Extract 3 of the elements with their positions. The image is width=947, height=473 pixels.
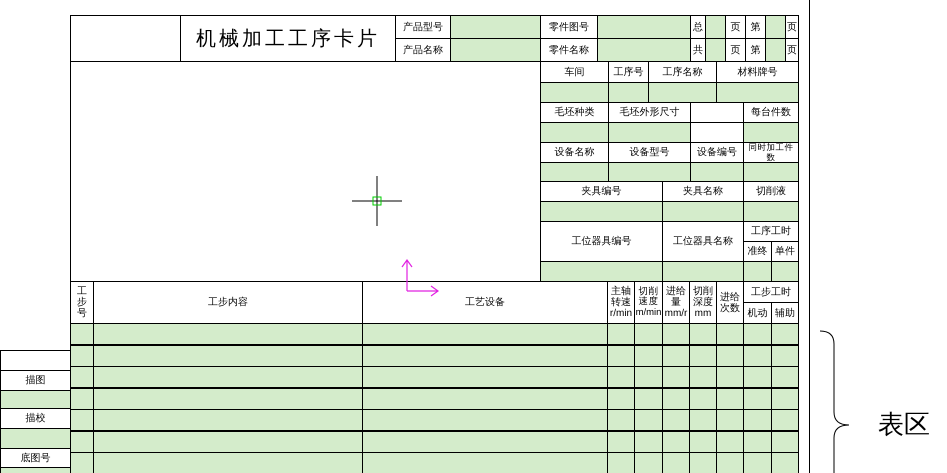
- section-label: 表区: [878, 409, 930, 439]
- column-heading: 页: [785, 15, 799, 39]
- column-heading: 页: [785, 38, 799, 62]
